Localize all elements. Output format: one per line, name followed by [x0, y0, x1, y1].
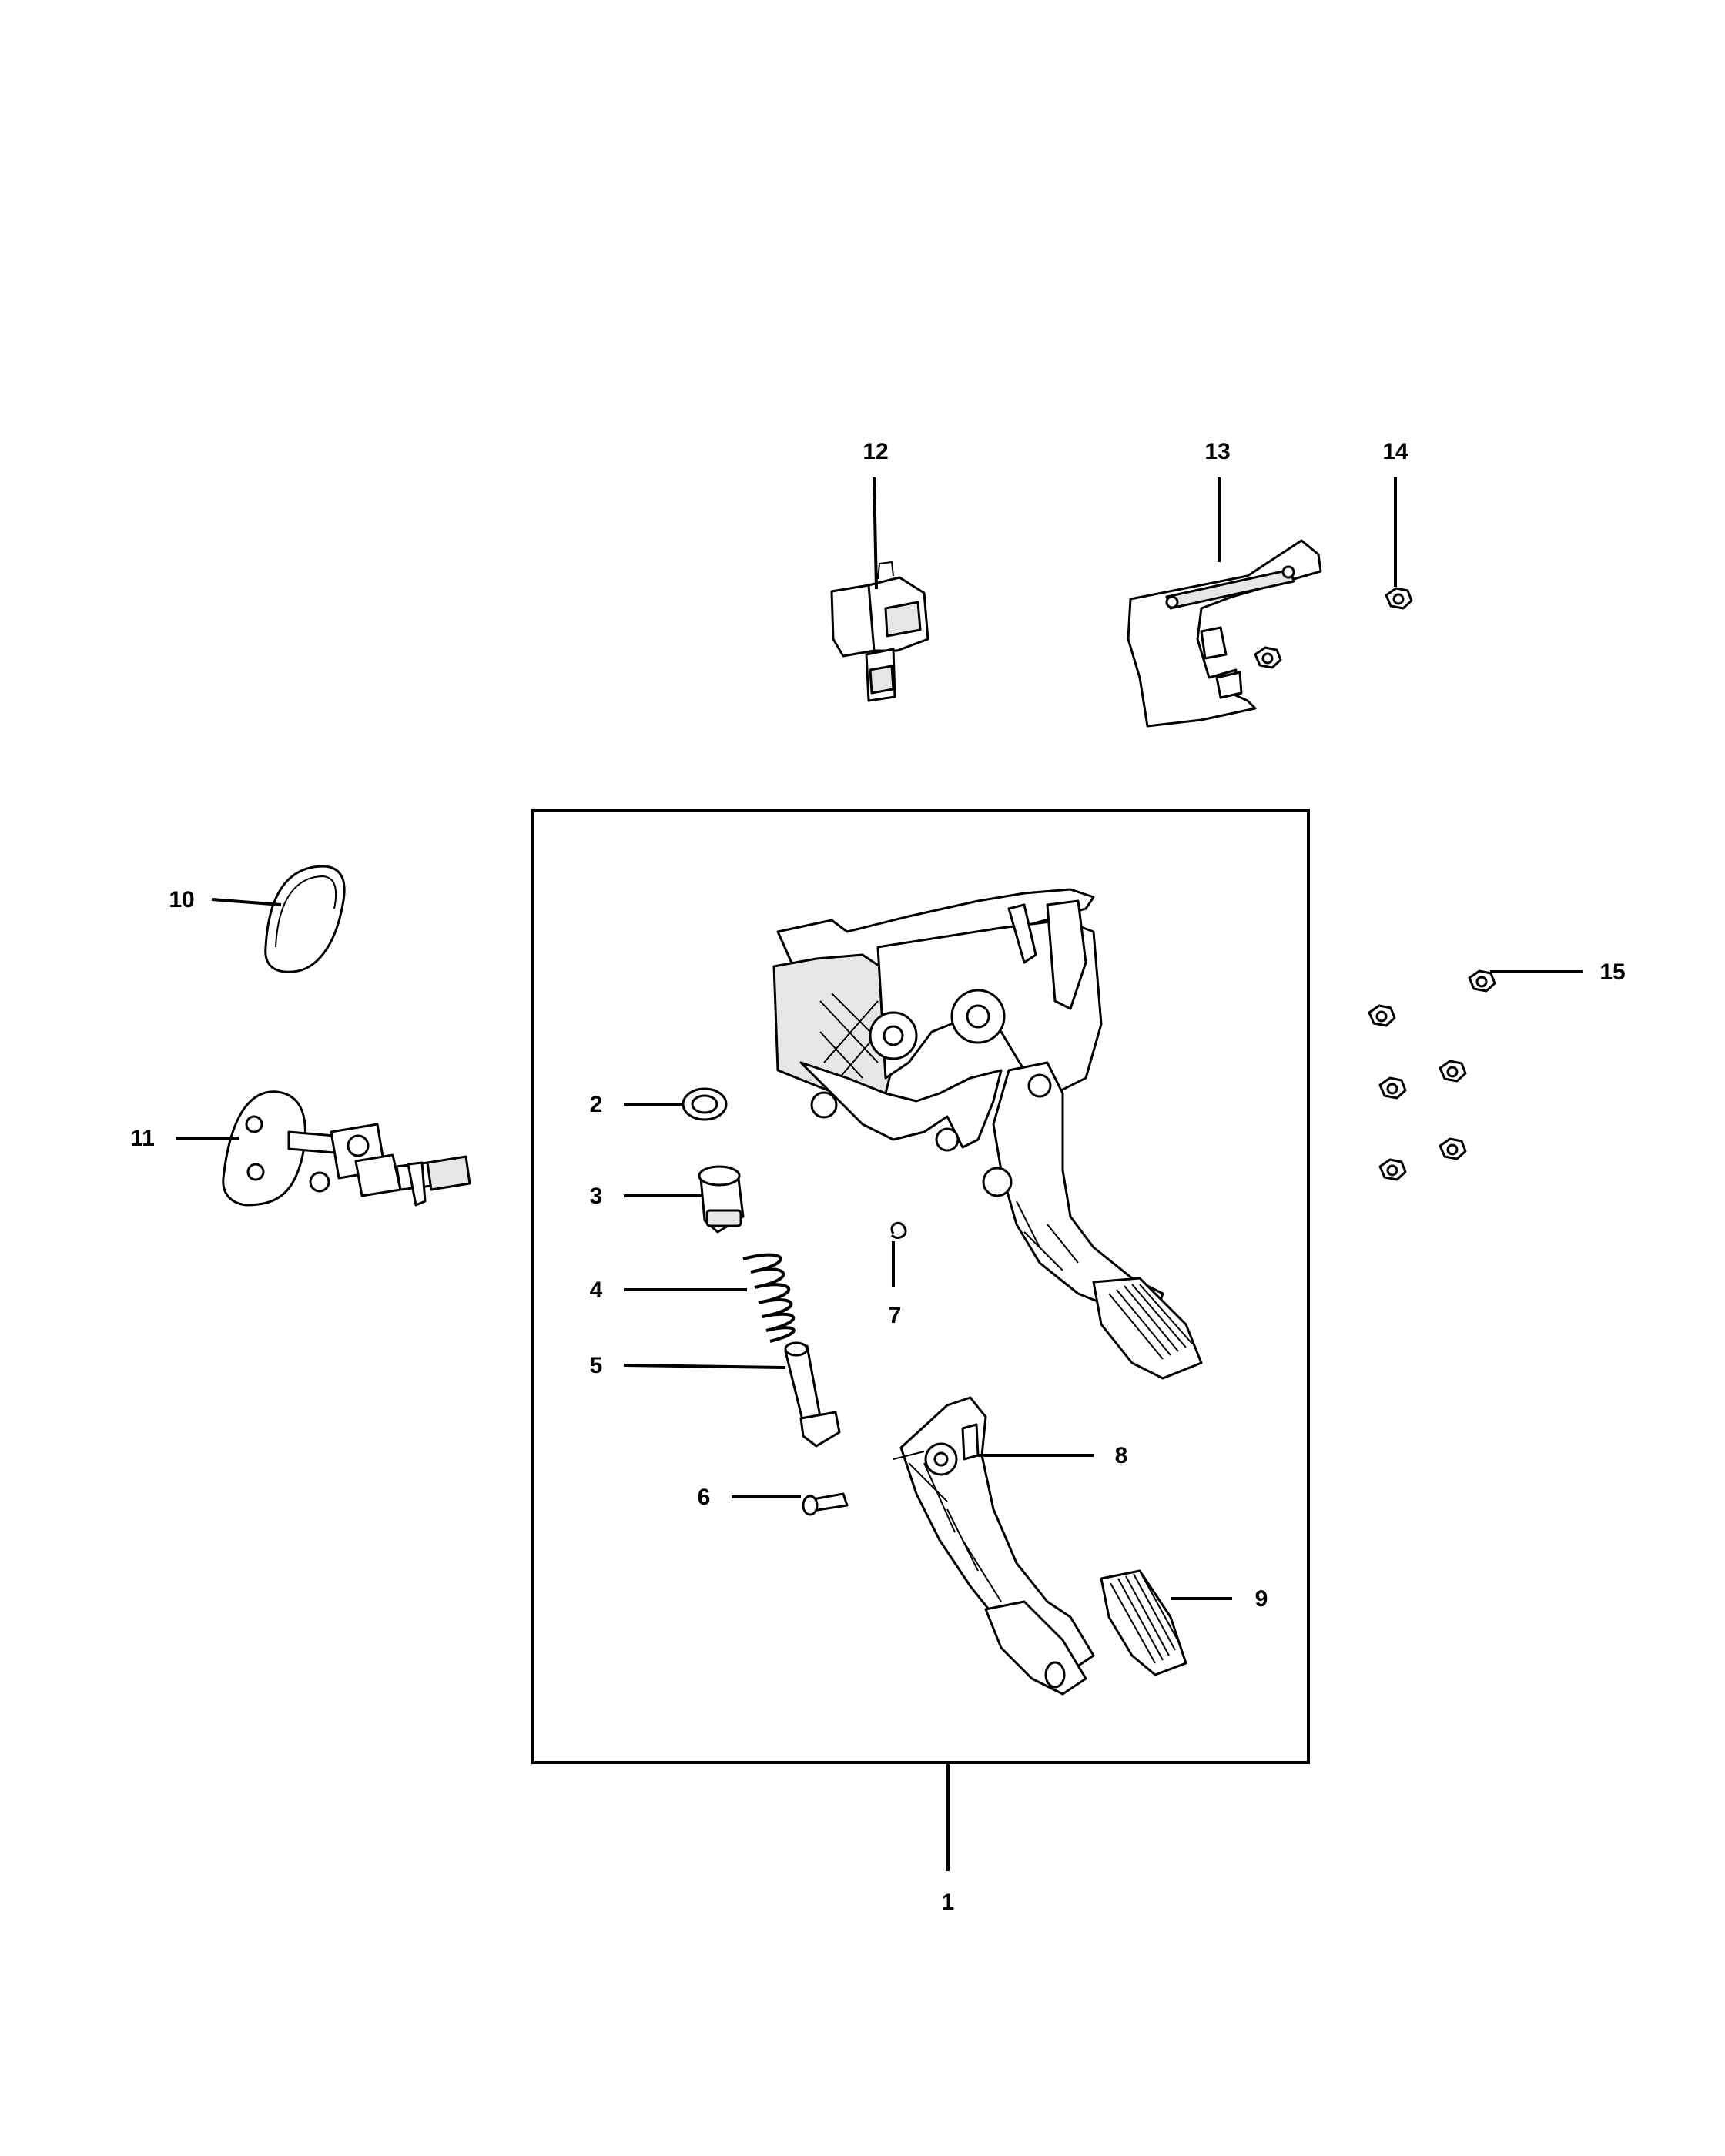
bracket-icon: [1127, 539, 1322, 728]
spring-cap-icon: [698, 1165, 745, 1234]
pedal-switch-icon: [830, 561, 929, 702]
callout-9: 9: [1255, 1586, 1268, 1612]
callout-8: 8: [1115, 1443, 1128, 1468]
callout-5: 5: [590, 1353, 603, 1378]
hex-nut-icon: [1378, 1076, 1407, 1100]
hex-nut-icon: [1254, 646, 1282, 669]
hex-nut-icon: [1468, 969, 1496, 993]
coil-spring-icon: [742, 1253, 796, 1343]
clutch-pedal-arm-icon: [893, 1396, 1095, 1696]
callout-7: 7: [889, 1303, 902, 1328]
callout-14: 14: [1382, 439, 1408, 464]
callout-13: 13: [1204, 439, 1230, 464]
hex-nut-icon: [1368, 1004, 1396, 1027]
assembly-frame: [531, 809, 1310, 1764]
callout-2: 2: [590, 1092, 603, 1117]
callout-11: 11: [130, 1126, 155, 1151]
callout-12: 12: [862, 439, 888, 464]
callout-4: 4: [590, 1277, 603, 1303]
hex-nut-icon: [1439, 1137, 1467, 1160]
clutch-master-cylinder-icon: [222, 1090, 471, 1207]
retaining-clip-icon: [890, 1221, 907, 1239]
leader-line-12: [873, 477, 878, 590]
callout-15: 15: [1599, 959, 1625, 985]
bushing-icon: [682, 1087, 728, 1121]
grommet-seal-icon: [264, 865, 346, 973]
pedal-bracket-assembly-icon: [772, 888, 1203, 1380]
spring-guide-icon: [784, 1341, 841, 1448]
leader-line-5: [623, 1364, 786, 1369]
pedal-pad-icon: [1100, 1569, 1187, 1676]
leader-line-10: [211, 898, 282, 906]
callout-3: 3: [590, 1183, 603, 1209]
hex-nut-icon: [1439, 1060, 1467, 1083]
pivot-pin-icon: [802, 1492, 849, 1516]
hex-nut-icon: [1385, 587, 1413, 610]
callout-10: 10: [169, 887, 194, 912]
callout-6: 6: [698, 1485, 711, 1510]
callout-1: 1: [942, 1890, 955, 1915]
hex-nut-icon: [1378, 1158, 1407, 1181]
